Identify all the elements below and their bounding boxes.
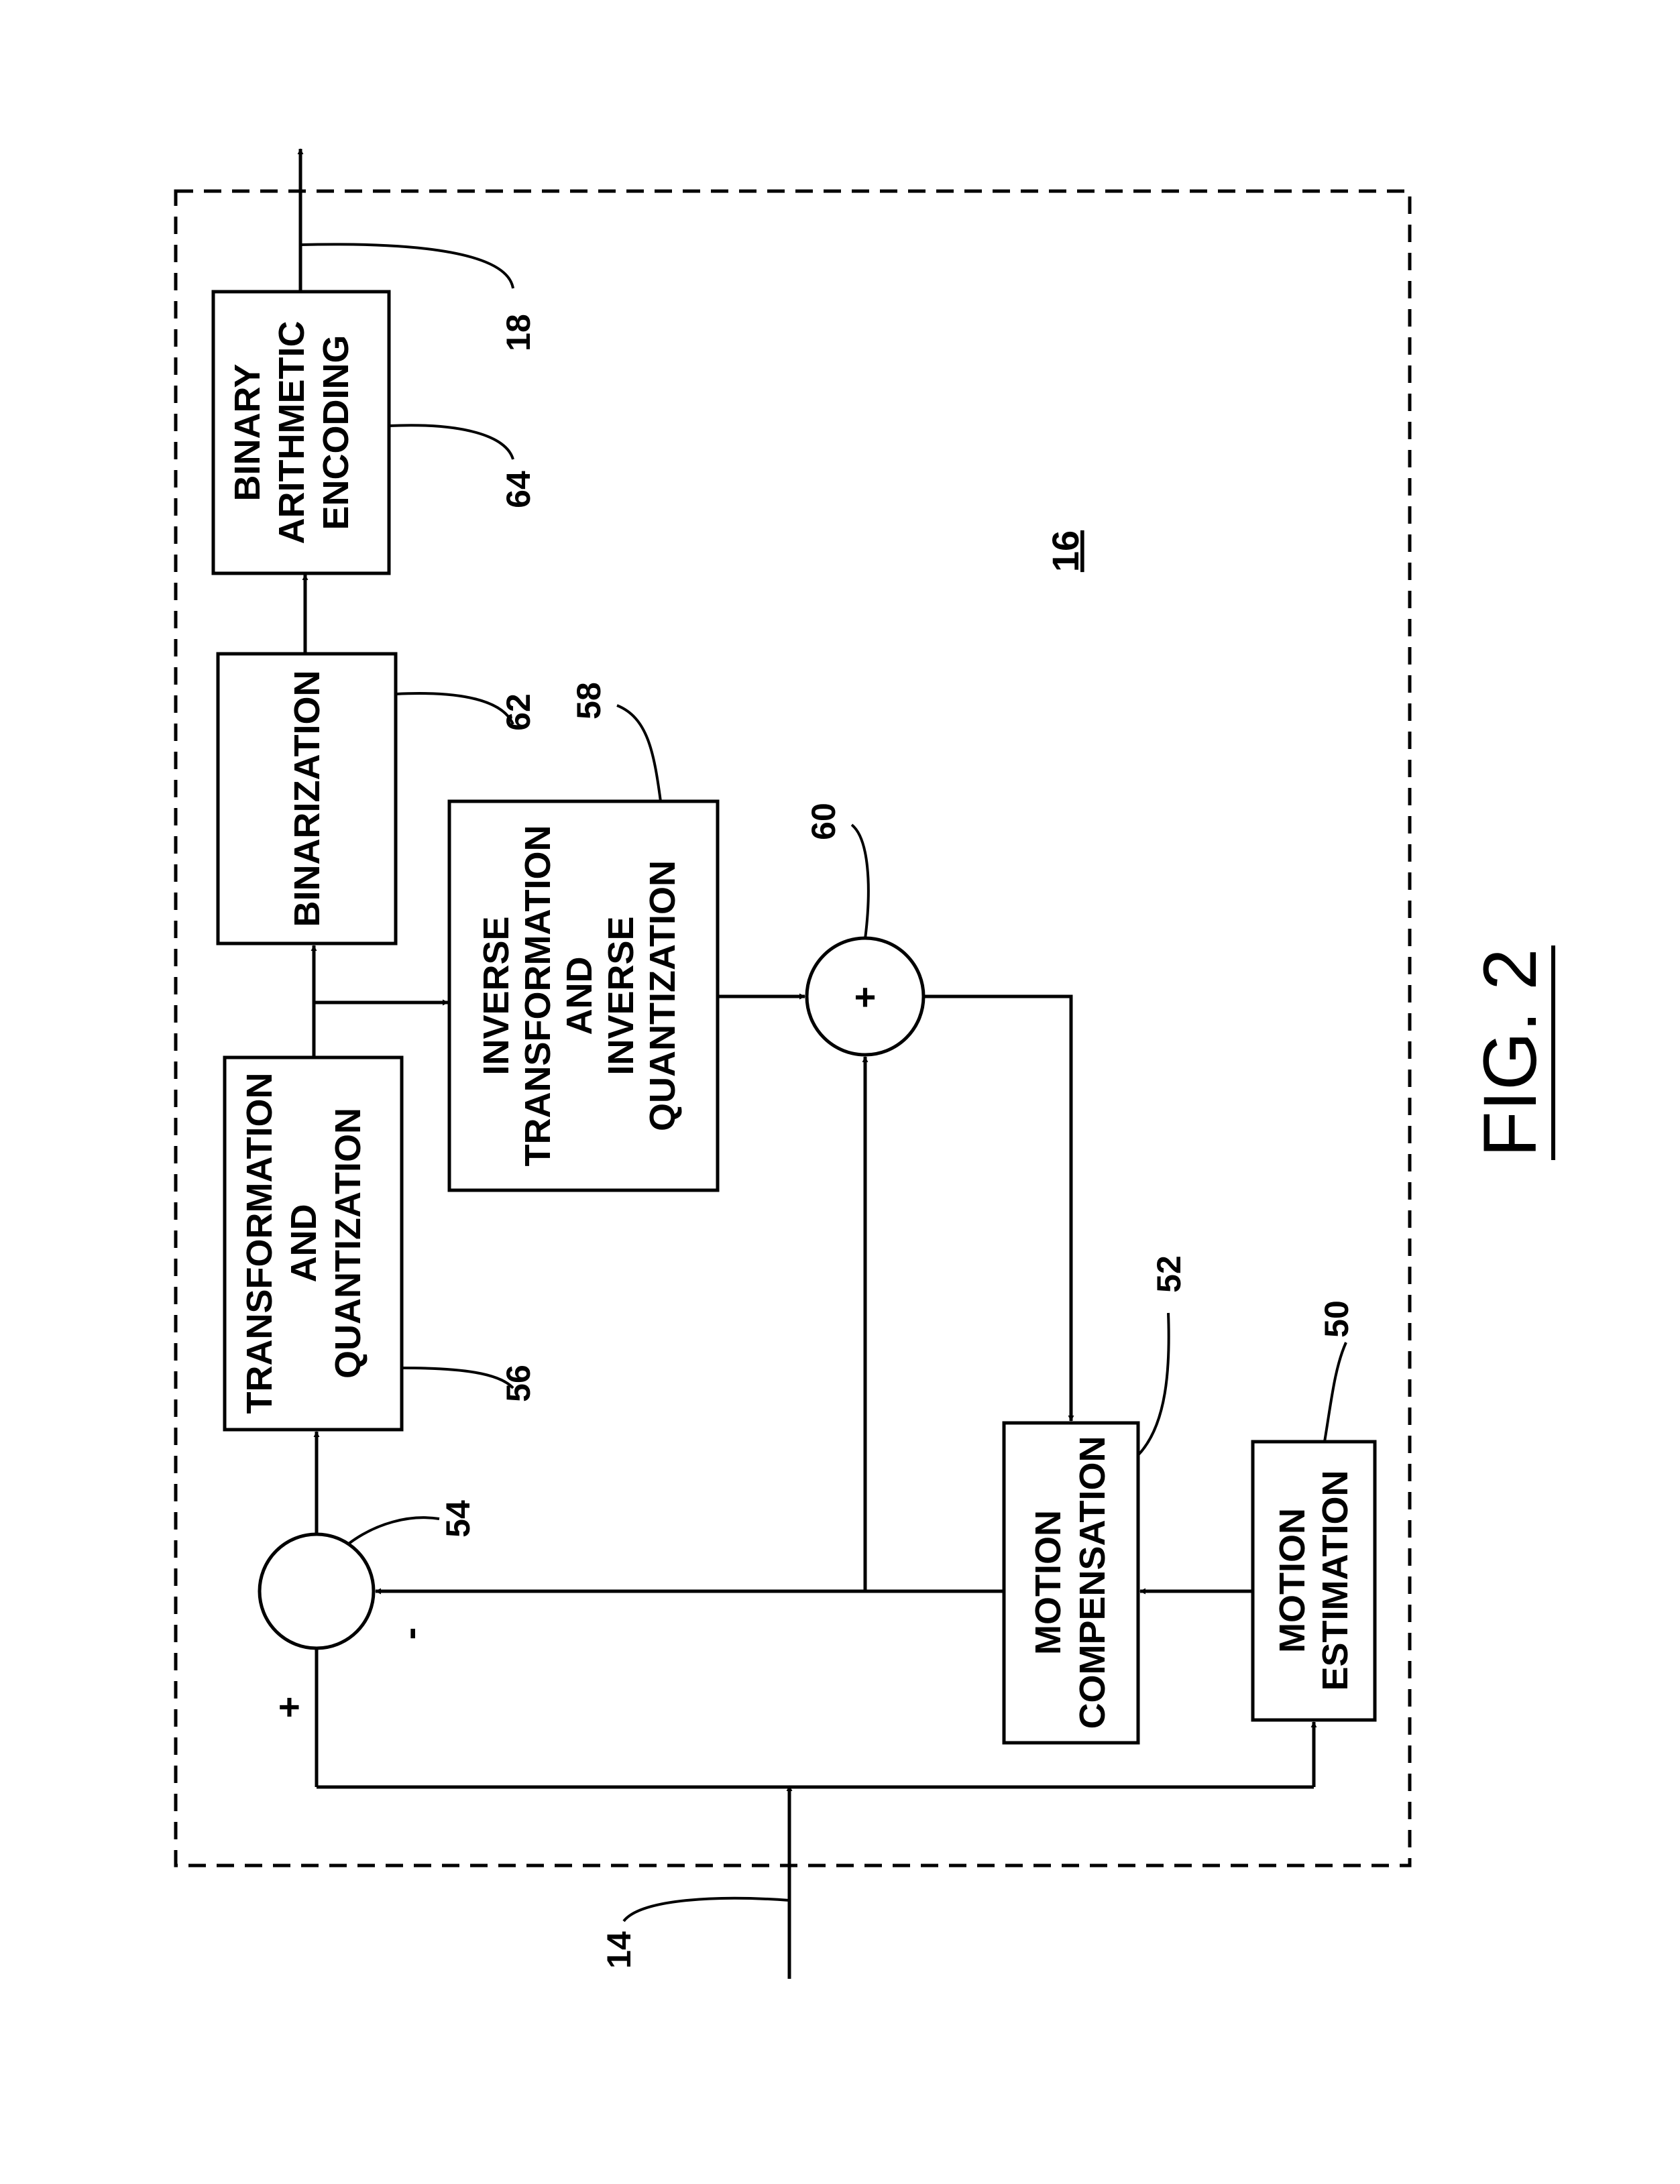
ref-56-label: 56: [500, 1365, 537, 1402]
transformation-line2: AND: [284, 1204, 324, 1283]
leader-56: [402, 1368, 513, 1388]
ref-62-label: 62: [500, 693, 537, 731]
motion-estimation-line1: MOTION: [1272, 1508, 1312, 1653]
binary-arithmetic-line2: ARITHMETIC: [272, 321, 312, 544]
inverse-line3: AND: [559, 957, 600, 1035]
adder-node: +: [807, 938, 923, 1055]
binarization-block: BINARIZATION: [218, 654, 396, 943]
subtractor-plus-sign: +: [268, 1697, 310, 1719]
subtractor-minus-sign: -: [388, 1627, 431, 1640]
leader-50: [1325, 1342, 1346, 1442]
leader-52: [1138, 1313, 1169, 1455]
inverse-line5: QUANTIZATION: [642, 860, 683, 1131]
binary-arithmetic-line1: BINARY: [227, 363, 268, 501]
subtractor-node: [260, 1534, 374, 1648]
leader-18: [300, 244, 513, 288]
motion-compensation-line2: COMPENSATION: [1072, 1436, 1113, 1729]
ref-18-label: 18: [500, 314, 537, 351]
inverse-line4: INVERSE: [601, 916, 641, 1075]
figure-caption-text: FIG. 2: [1468, 948, 1552, 1157]
adder-to-compensation-arrow: [923, 996, 1071, 1421]
ref-58-label: 58: [570, 682, 608, 720]
ref-60-label: 60: [805, 803, 842, 840]
motion-estimation-line2: ESTIMATION: [1315, 1471, 1355, 1691]
binary-arithmetic-line3: ENCODING: [316, 335, 356, 530]
adder-plus-symbol: +: [854, 976, 877, 1018]
ref-50-label: 50: [1318, 1300, 1355, 1338]
transformation-quantization-block: TRANSFORMATION AND QUANTIZATION: [225, 1057, 402, 1430]
motion-compensation-block: MOTION COMPENSATION: [1004, 1423, 1138, 1743]
transformation-line1: TRANSFORMATION: [239, 1073, 280, 1414]
inverse-line2: TRANSFORMATION: [518, 825, 558, 1167]
leader-58: [617, 705, 661, 801]
ref-52-label: 52: [1150, 1255, 1188, 1293]
leader-60: [852, 825, 869, 939]
figure-caption: FIG. 2: [1468, 945, 1553, 1160]
binary-arithmetic-encoding-block: BINARY ARITHMETIC ENCODING: [213, 292, 389, 573]
leader-64: [389, 425, 513, 459]
ref-14-label: 14: [600, 1931, 638, 1969]
binarization-label: BINARIZATION: [287, 671, 327, 927]
motion-estimation-block: MOTION ESTIMATION: [1253, 1442, 1375, 1720]
leader-54: [349, 1517, 439, 1544]
ref-64-label: 64: [500, 471, 537, 508]
inverse-line1: INVERSE: [476, 916, 516, 1075]
system-16-label: 16: [1044, 530, 1086, 572]
inverse-transformation-block: INVERSE TRANSFORMATION AND INVERSE QUANT…: [449, 801, 718, 1190]
motion-compensation-line1: MOTION: [1028, 1510, 1068, 1655]
ref-54-label: 54: [439, 1500, 477, 1538]
transformation-line3: QUANTIZATION: [328, 1108, 368, 1379]
leader-14: [624, 1898, 789, 1921]
leader-62: [396, 693, 513, 724]
